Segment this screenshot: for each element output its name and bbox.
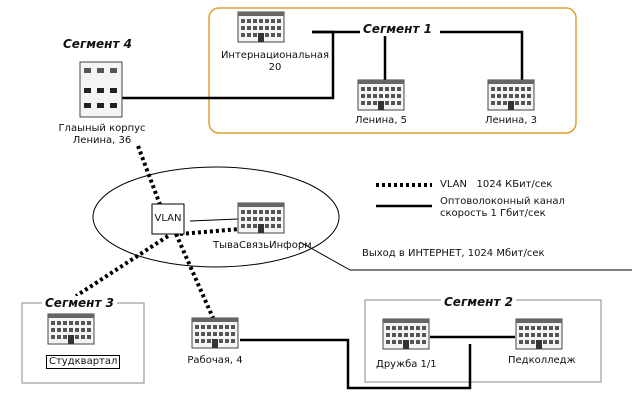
label-tyva: ТываСвязьИнформ xyxy=(213,240,312,251)
label-rabochaya: Рабочая, 4 xyxy=(187,355,243,366)
vlan-switch-label: VLAN xyxy=(154,213,182,224)
legend-fiber: Оптоволоконный канал скорость 1 Гбит/сек xyxy=(440,196,565,219)
segment-4-title: Сегмент 4 xyxy=(63,37,132,51)
segment-1-title: Сегмент 1 xyxy=(360,22,435,36)
label-studkvartal: Студквартал xyxy=(46,355,121,369)
building-rabochaya-icon xyxy=(191,317,239,349)
building-lenina3-icon xyxy=(487,79,535,111)
segment-1-box xyxy=(208,7,577,134)
internet-label: Выход в ИНТЕРНЕТ, 1024 Мбит/сек xyxy=(362,248,545,259)
segment-2-title: Сегмент 2 xyxy=(441,295,516,309)
vlan-switch xyxy=(151,203,185,235)
label-main: Глаыный корпус Ленина, 36 xyxy=(58,123,146,146)
building-pedkolledzh-icon xyxy=(515,318,563,350)
internet-pointer xyxy=(189,218,632,271)
fiber-links xyxy=(122,30,524,390)
vlan-links xyxy=(74,145,432,319)
label-internatsionalnaya: Интернациональная 20 xyxy=(220,50,330,73)
building-main-icon xyxy=(79,61,123,118)
building-tyva-icon xyxy=(237,202,285,234)
label-lenina5: Ленина, 5 xyxy=(354,115,408,126)
label-druzhba: Дружба 1/1 xyxy=(376,359,437,370)
label-lenina3: Ленина, 3 xyxy=(484,115,538,126)
building-studkvartal-icon xyxy=(47,313,95,345)
building-lenina5-icon xyxy=(357,79,405,111)
label-pedkolledzh: Педколледж xyxy=(508,355,576,366)
building-druzhba-icon xyxy=(382,318,430,350)
building-internatsionalnaya-icon xyxy=(237,11,285,43)
vlan-cloud xyxy=(92,166,340,268)
legend-vlan: VLAN 1024 КБит/сек xyxy=(440,179,553,190)
segment-3-title: Сегмент 3 xyxy=(42,296,117,310)
